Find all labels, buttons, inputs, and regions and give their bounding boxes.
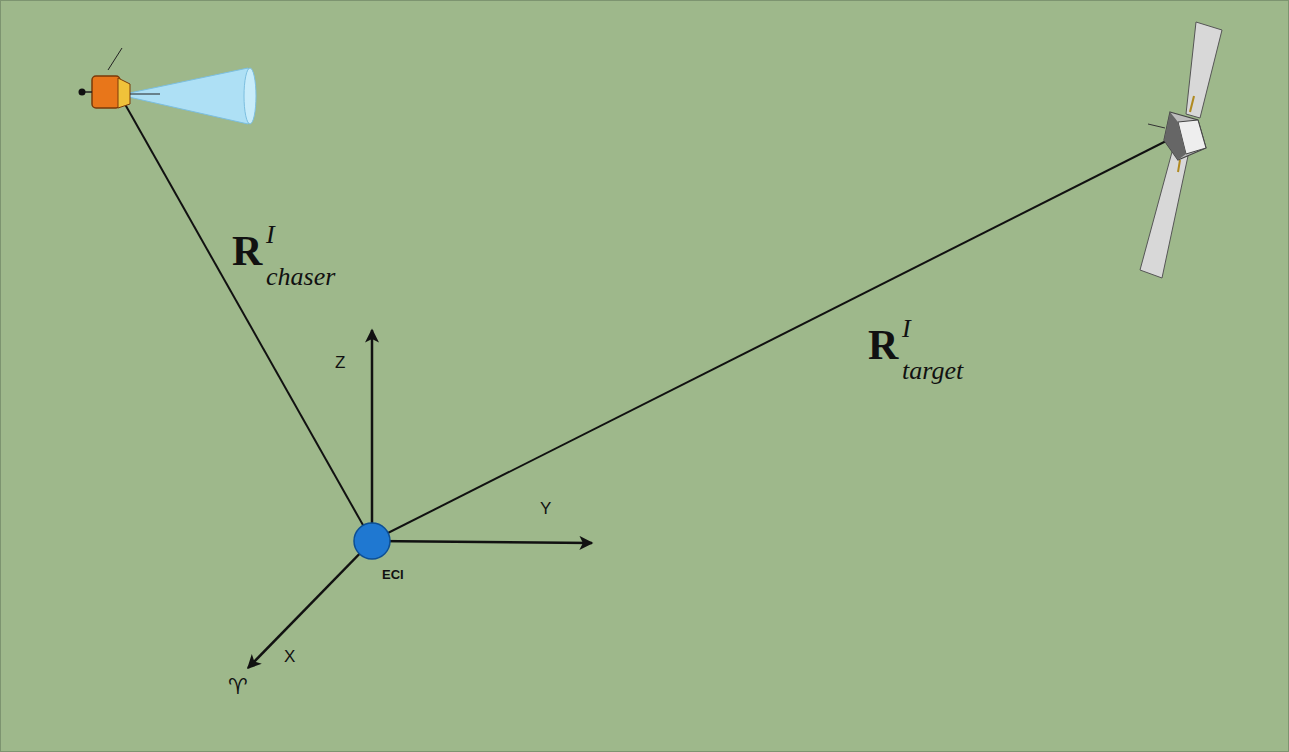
earth-dot <box>354 523 390 559</box>
axis-label: Y <box>540 500 551 517</box>
vector-subscript: target <box>902 358 963 384</box>
target-satellite <box>1140 22 1222 278</box>
frame-superscript: I <box>902 316 911 342</box>
chaser-satellite <box>79 48 257 124</box>
x-axis <box>248 541 372 668</box>
vector-subscript: chaser <box>266 264 335 290</box>
vector-symbol: R <box>232 230 262 272</box>
target-vector <box>372 134 1180 541</box>
y-axis <box>372 541 592 543</box>
chaser-vector <box>117 90 372 541</box>
vector-symbol: R <box>868 324 898 366</box>
frame-label: ECI <box>382 568 404 581</box>
z-axis <box>371 330 374 541</box>
frame-superscript: I <box>266 222 275 248</box>
axis-label: X <box>284 648 295 665</box>
axis-label: Z <box>335 354 345 371</box>
vernal-equinox-symbol: ♈ <box>228 676 248 698</box>
